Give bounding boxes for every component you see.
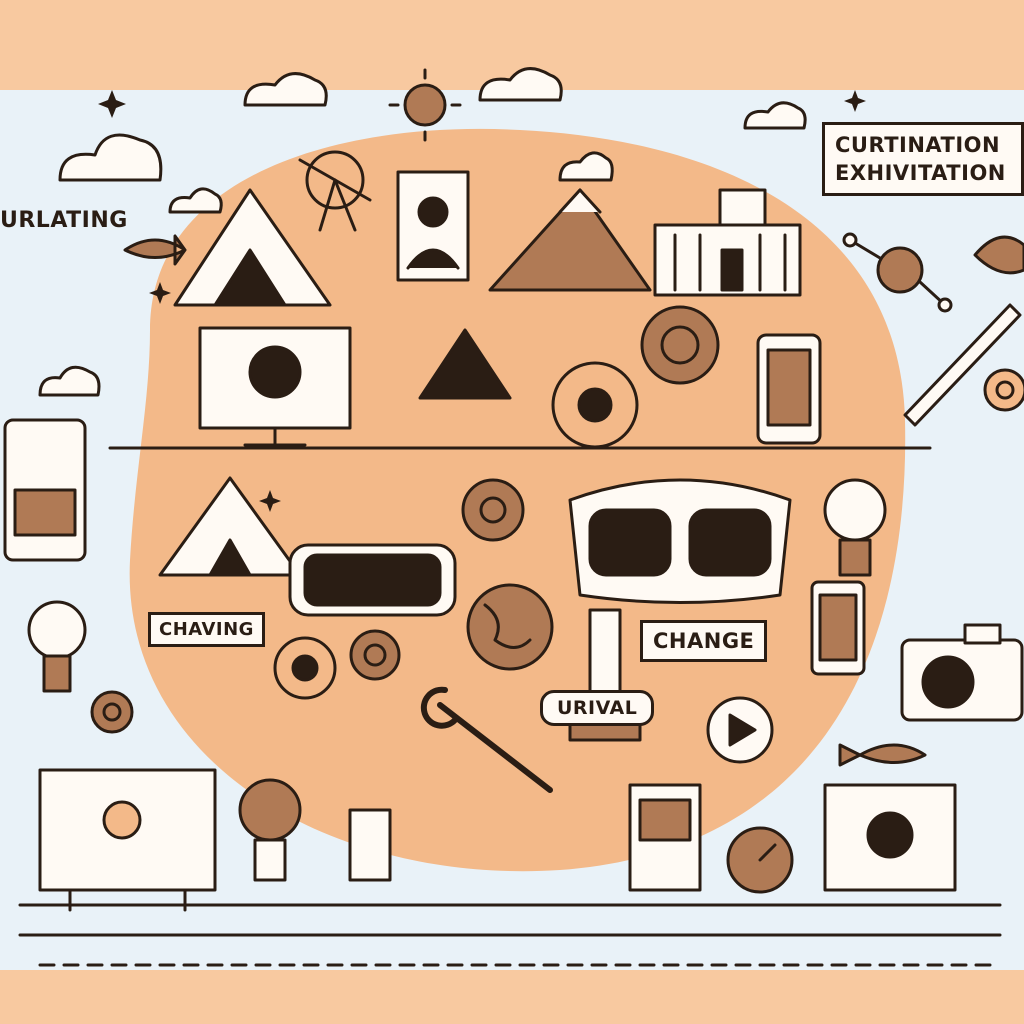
chaving-caption: CHAVING [148,612,265,647]
cloud-icon [38,67,807,397]
fish-icon [973,235,1024,275]
tablet-icon [628,783,702,892]
tablet-icon [348,808,392,882]
billboard-icon [38,768,217,912]
telescope-icon [298,150,372,232]
gear-icon [640,305,720,385]
museum-building-icon [653,188,802,297]
lightbulb-icon [238,778,302,882]
billboard-icon [823,783,957,892]
tent-icon [158,476,302,577]
change-caption: CHANGE [640,620,768,662]
gear-icon [349,629,401,681]
globe-icon [466,583,554,671]
sun-icon [388,68,462,142]
mountain-icon [488,188,652,292]
fish-icon [838,743,927,767]
pyramid-icon [418,328,512,400]
lightbulb-icon [823,478,887,577]
vr-headset-icon [288,543,457,617]
gear-icon [273,636,337,700]
smartphone-icon [756,333,822,445]
sparkle-icon [98,90,866,512]
play-button-icon [706,696,774,764]
left-caption: URLATING [0,208,128,233]
smartphone-icon [810,580,866,676]
urival-caption: URIVAL [540,690,655,726]
gear-icon [461,478,525,542]
title-caption-box: CURTINATION EXHIVITATION [822,122,1024,196]
camera-icon [900,623,1024,722]
fish-icon [123,234,187,266]
gear-icon [551,361,639,449]
gear-icon [983,368,1024,412]
portrait-frame-icon [396,170,470,282]
lightbulb-icon [27,600,87,693]
pen-icon [903,303,1022,427]
caption-line-1: CURTINATION [835,133,1001,157]
compass-icon [726,826,794,894]
satellite-icon [842,232,953,313]
gear-icon [90,690,134,734]
cloud-icon [558,151,614,182]
pyramid-icon [173,188,332,307]
caption-line-2: EXHIVITATION [835,161,1006,185]
monitor-icon [198,326,352,447]
wrench-icon [420,686,553,793]
tablet-icon [3,418,87,562]
